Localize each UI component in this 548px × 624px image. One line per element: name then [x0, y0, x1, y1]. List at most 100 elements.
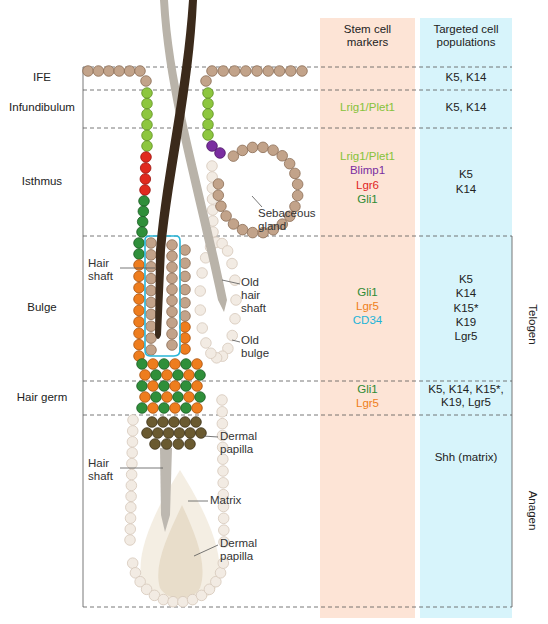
- cell-bead: [192, 359, 203, 370]
- cell-bead: [146, 297, 157, 308]
- phase-label: Anagen: [526, 471, 539, 551]
- marker-text: Shh (matrix): [423, 451, 509, 464]
- cell-bead: [217, 351, 228, 362]
- cell-bead: [125, 513, 136, 524]
- marker-column: Stem cell markersLrig1/Plet1Lrig1/Plet1B…: [320, 18, 415, 618]
- cell-bead: [130, 568, 141, 579]
- cell-bead: [231, 295, 242, 306]
- marker-text: K5: [423, 273, 509, 286]
- cell-bead: [215, 568, 226, 579]
- cell-bead: [148, 381, 159, 392]
- cell-bead: [146, 345, 157, 356]
- cell-bead: [217, 418, 228, 429]
- cell-bead: [292, 179, 303, 190]
- cell-bead: [170, 359, 181, 370]
- cell-bead: [162, 370, 173, 381]
- cell-bead: [146, 285, 157, 296]
- cell-bead: [207, 194, 218, 205]
- cell-bead: [268, 145, 279, 156]
- cell-bead: [167, 329, 178, 340]
- cell-bead: [290, 168, 301, 179]
- cell-bead: [203, 88, 214, 99]
- dashed-divider: [83, 90, 512, 91]
- cell-bead: [205, 242, 216, 253]
- cell-bead: [252, 66, 263, 77]
- leader-line: [232, 340, 240, 342]
- cell-bead: [218, 513, 229, 524]
- cell-bead: [227, 258, 238, 269]
- cell-bead: [207, 172, 218, 183]
- cell-bead: [204, 584, 215, 595]
- cell-bead: [211, 576, 222, 587]
- cell-bead: [223, 343, 234, 354]
- cell-bead: [162, 392, 173, 403]
- region-label: Isthmus: [3, 175, 81, 188]
- cell-bead: [180, 344, 191, 355]
- cell-bead: [126, 480, 137, 491]
- cell-bead: [158, 594, 169, 605]
- cell-bead: [211, 237, 222, 248]
- cell-bead: [218, 466, 229, 477]
- cell-bead: [134, 271, 145, 282]
- column-header: Targeted cell populations: [424, 23, 508, 49]
- cell-bead: [180, 417, 191, 428]
- cell-bead: [169, 417, 180, 428]
- cell-bead: [180, 284, 191, 295]
- cell-bead: [185, 439, 196, 450]
- cell-bead: [93, 66, 104, 77]
- cell-bead: [168, 596, 179, 607]
- region-label: Hair germ: [3, 391, 81, 404]
- cell-bead: [240, 66, 251, 77]
- cell-bead: [127, 558, 138, 569]
- cell-bead: [134, 238, 145, 249]
- cell-bead: [151, 370, 162, 381]
- cell-bead: [180, 298, 191, 309]
- cell-bead: [161, 439, 172, 450]
- cell-bead: [228, 151, 239, 162]
- cell-bead: [126, 502, 137, 513]
- cell-bead: [180, 311, 191, 322]
- cell-bead: [158, 417, 169, 428]
- region-label: IFE: [3, 71, 81, 84]
- cell-bead: [206, 348, 217, 359]
- cell-bead: [228, 219, 239, 230]
- cell-bead: [142, 109, 153, 120]
- leader-line: [222, 280, 240, 284]
- marker-text: K15*: [423, 302, 509, 315]
- cell-bead: [221, 211, 232, 222]
- cell-bead: [128, 415, 139, 426]
- region-label: Bulge: [3, 301, 81, 314]
- cell-bead: [247, 227, 258, 238]
- cell-bead: [142, 120, 153, 131]
- cell-bead: [192, 381, 203, 392]
- cell-bead: [146, 309, 157, 320]
- cell-bead: [167, 340, 178, 351]
- leader-lines: [120, 196, 262, 556]
- marker-text: K5: [423, 168, 509, 181]
- cell-bead: [153, 428, 164, 439]
- leader-line: [203, 436, 218, 437]
- leader-line: [120, 468, 163, 469]
- cell-bead: [292, 190, 303, 201]
- cell-bead: [140, 370, 151, 381]
- cell-bead: [159, 381, 170, 392]
- cell-bead: [216, 201, 227, 212]
- marker-text: Gli1: [323, 193, 412, 206]
- cell-bead: [277, 150, 288, 161]
- cell-bead: [207, 161, 218, 172]
- cell-bead: [213, 190, 224, 201]
- cell-bead: [146, 273, 157, 284]
- phase-bracket: [512, 236, 513, 607]
- leader-line: [252, 196, 262, 207]
- cell-bead: [297, 66, 308, 77]
- cell-bead: [159, 403, 170, 414]
- cell-bead: [274, 66, 285, 77]
- dashed-divider: [83, 128, 512, 129]
- marker-text: Gli1: [323, 286, 412, 299]
- cell-bead: [229, 66, 240, 77]
- cell-bead: [207, 205, 218, 216]
- cell-bead: [134, 294, 145, 305]
- cell-bead: [203, 119, 214, 130]
